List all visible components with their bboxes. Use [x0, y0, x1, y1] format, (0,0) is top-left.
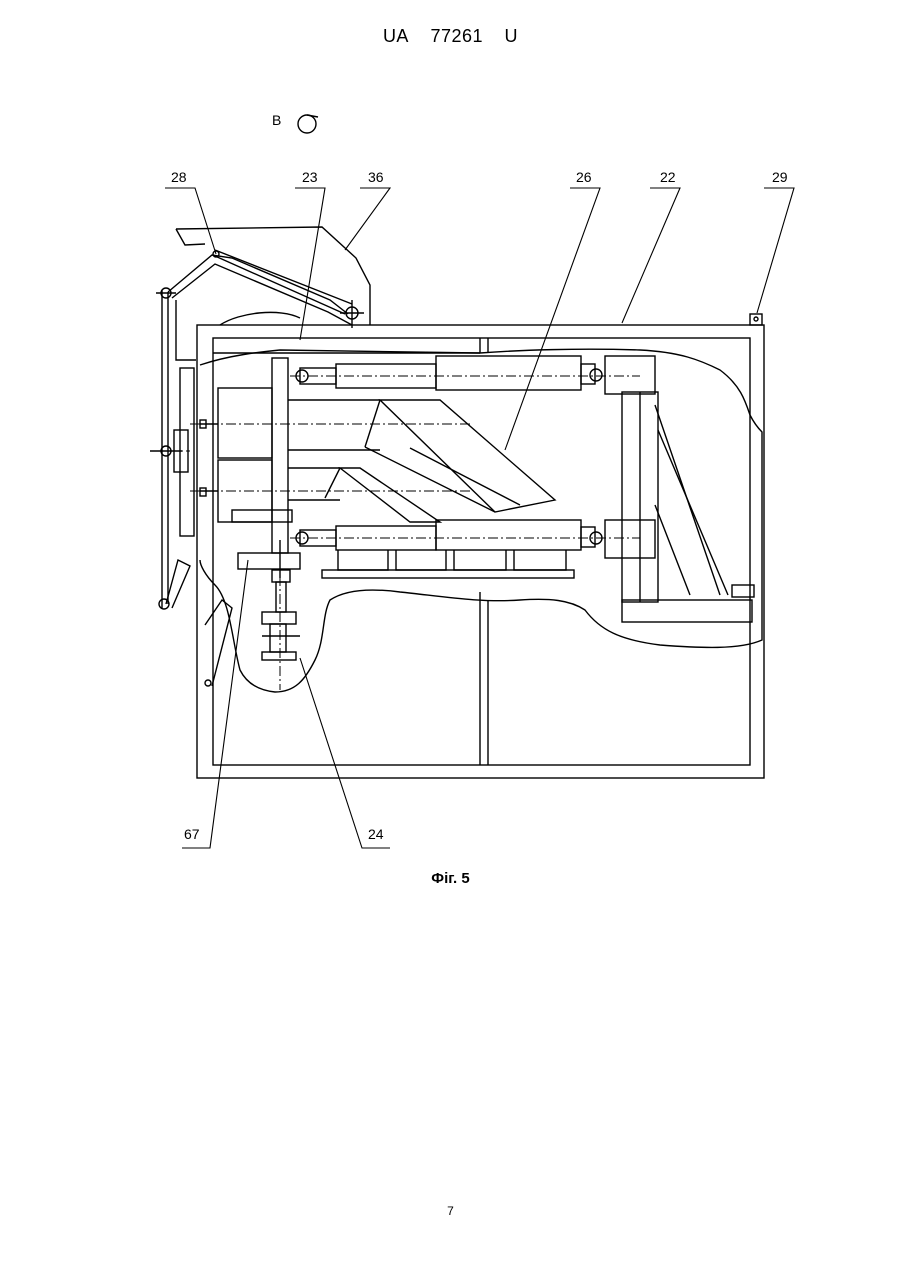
- label-22: 22: [660, 169, 676, 185]
- figure-caption: Фіг. 5: [0, 870, 901, 887]
- right-stand: [622, 392, 754, 622]
- diagonal-trays: [325, 400, 555, 522]
- gear-housing-upper: [218, 388, 272, 458]
- label-24: 24: [368, 826, 384, 842]
- page-number: 7: [0, 1204, 901, 1218]
- upper-cylinder: [296, 356, 655, 394]
- label-26: 26: [576, 169, 592, 185]
- view-direction-icon: [298, 115, 318, 133]
- lower-cylinder: [296, 520, 655, 558]
- label-36: 36: [368, 169, 384, 185]
- label-28: 28: [171, 169, 187, 185]
- label-29: 29: [772, 169, 788, 185]
- lower-bins: [322, 550, 574, 578]
- label-67: 67: [184, 826, 200, 842]
- vertical-plate: [272, 358, 288, 553]
- label-23: 23: [302, 169, 318, 185]
- frame-inner: [213, 338, 750, 765]
